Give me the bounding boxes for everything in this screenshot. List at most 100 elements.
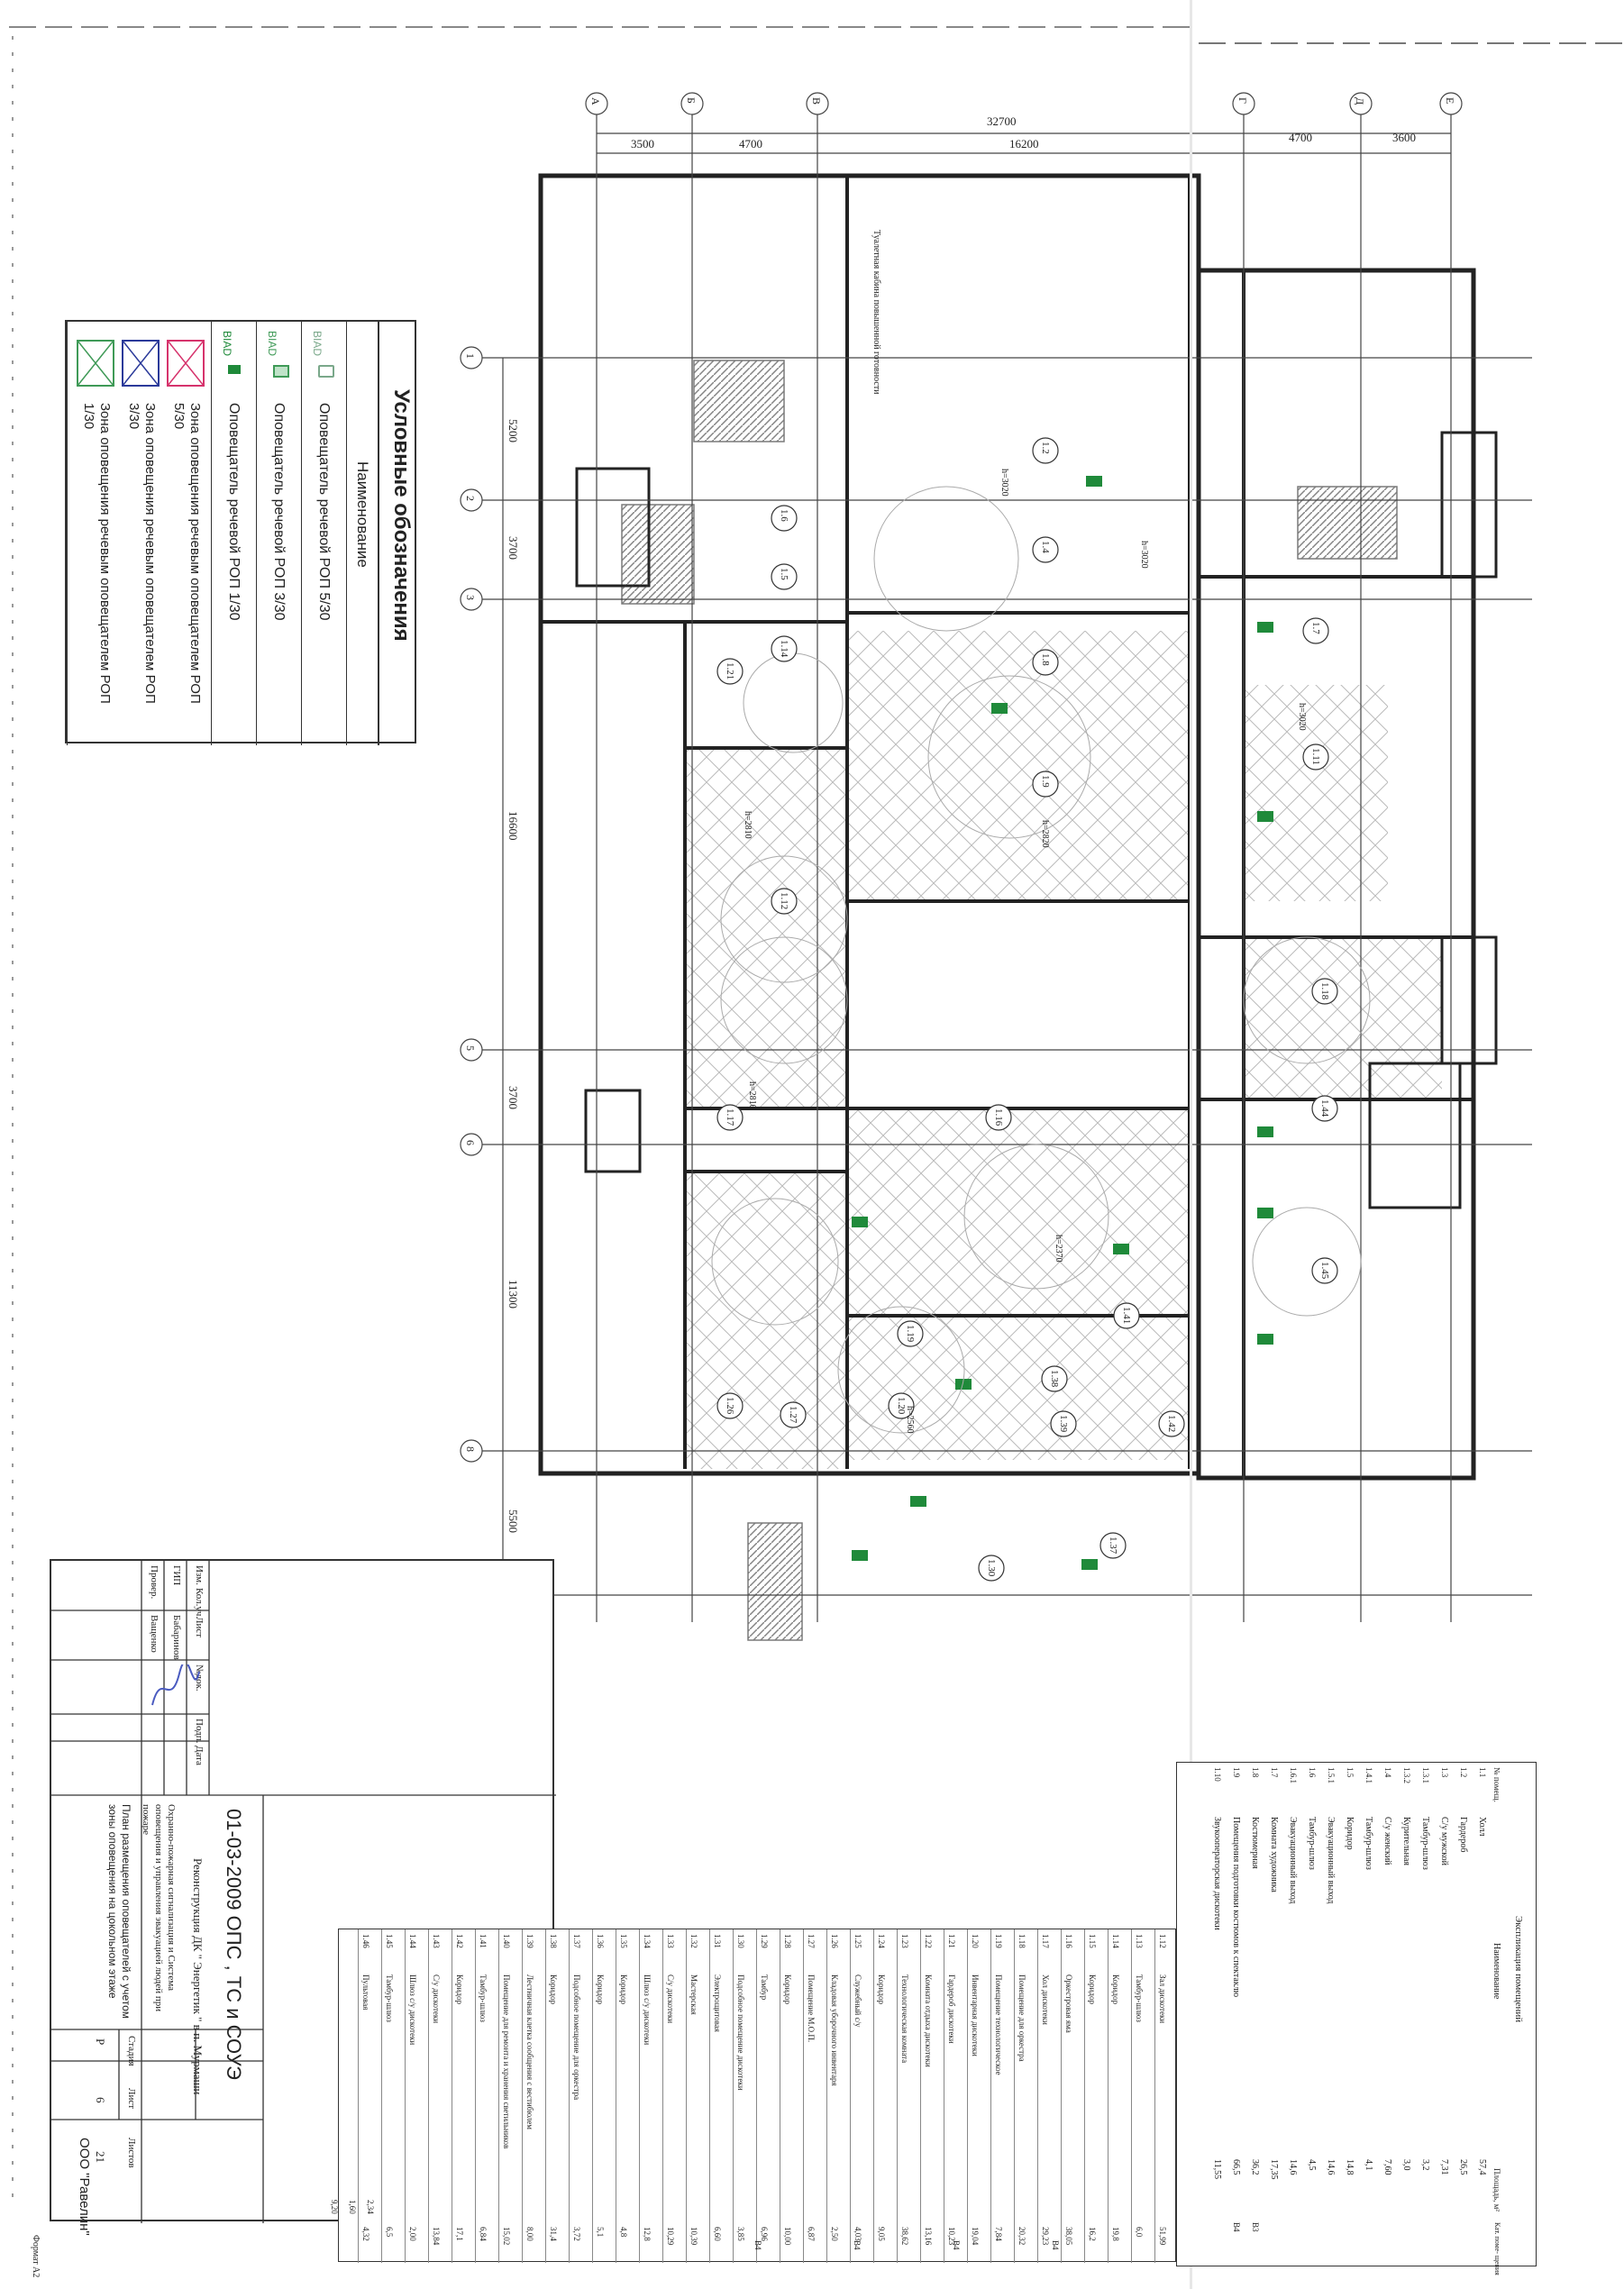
table-cell: 10,39	[689, 2227, 698, 2246]
table-cell: Помещение для оркестра	[1017, 1974, 1026, 2062]
table-col-header: № помещ.	[1492, 1767, 1501, 1802]
table-cell: 1.17	[1041, 1934, 1050, 1948]
table-row-divider	[569, 1929, 570, 2263]
zone-hatch	[1244, 685, 1388, 901]
table-row-divider	[686, 1929, 687, 2263]
room-label: 1.11	[1310, 748, 1321, 765]
table-cell: 1.8	[1251, 1767, 1260, 1778]
table-cell: 1.28	[783, 1934, 792, 1948]
corridor-note: Туалетная кабина повышенной готовности	[871, 230, 881, 395]
table-cell: Оркестровая яма	[1064, 1974, 1073, 2033]
zone-hatch	[847, 631, 1190, 901]
zone-rop-3-icon	[122, 340, 160, 387]
table-row-divider	[358, 1929, 359, 2263]
number-axes	[460, 346, 1532, 1607]
table-cell: Лестничная клетка сообщения с вестибюлем	[525, 1974, 534, 2130]
table-cell: 1.43	[432, 1934, 441, 1948]
header-col: Дата	[194, 1746, 205, 1765]
ceiling-height: h=3020	[1297, 703, 1307, 731]
table-cell: 57,4	[1477, 2159, 1487, 2175]
dimension-text: 5500	[506, 1509, 520, 1533]
table-cell: 1.3.2	[1402, 1767, 1411, 1783]
table-row-divider	[405, 1929, 406, 2263]
table-cell: 1.1	[1478, 1767, 1487, 1778]
table-row-divider	[1037, 1929, 1038, 2263]
table-cell: 1.23	[900, 1934, 909, 1948]
table-row-divider	[545, 1929, 546, 2263]
table-cell: 1.6.1	[1289, 1767, 1298, 1783]
legend-title: Условные обозначения	[389, 389, 414, 642]
table-cell: 1.12	[1158, 1934, 1167, 1948]
table-cell: 1.34	[643, 1934, 652, 1948]
table-cell: 1.36	[596, 1934, 605, 1948]
zone-hatch	[685, 748, 847, 1108]
table-cell: 7,31	[1439, 2159, 1449, 2175]
table-cell: 1.31	[713, 1934, 722, 1948]
table-row-divider	[522, 1929, 523, 2263]
table-cell: Комната отдыха дискотеки	[924, 1974, 933, 2067]
axis-label-A: А	[589, 97, 602, 105]
table-cell: 4,5	[1307, 2159, 1317, 2171]
legend-label: Зона оповещения речевым оповещателем РОП…	[81, 403, 113, 704]
zone-hatch	[685, 1172, 847, 1469]
axis-label-V: В	[810, 97, 823, 105]
table-cell: 1.44	[408, 1934, 417, 1948]
table-cell: Эвакуационный выход	[1288, 1817, 1298, 1904]
table-cell: 1,60	[348, 2200, 357, 2214]
table-cell: 2,00	[408, 2227, 417, 2241]
speaker-markers	[852, 476, 1273, 1570]
dimension-text: 5200	[506, 419, 520, 442]
project-name: Реконструкция ДК " Энергетик " в п. Мурм…	[191, 1858, 205, 2095]
table-cell: 4,32	[361, 2227, 370, 2241]
table-row-divider	[639, 1929, 640, 2263]
axis-label-5: 5	[464, 1045, 477, 1051]
table-cell: 1.20	[971, 1934, 980, 1948]
table-cell: Холл	[1477, 1817, 1487, 1837]
room-label: 1.16	[993, 1108, 1004, 1126]
table-cell: 1.15	[1088, 1934, 1097, 1948]
table-col-header: Наименование	[1492, 1943, 1501, 2000]
table-cell: Помещения подготовки костюмов к спектакл…	[1231, 1817, 1241, 1998]
axis-label-3: 3	[464, 595, 477, 600]
table-cell: 20,32	[1017, 2227, 1026, 2246]
table-cell: 4,1	[1364, 2159, 1373, 2171]
legend-label: Оповещатель речевой РОП 5/30	[316, 403, 332, 621]
table-cell: Кладовая уборочного инвентаря	[830, 1974, 839, 2086]
table-cell: Тамбур-шлюз	[1420, 1817, 1430, 1870]
table-cell: 1.10	[1213, 1767, 1222, 1782]
table-cell: 26,5	[1458, 2159, 1468, 2175]
table-cell: 1.25	[853, 1934, 862, 1948]
table-cell: 36,2	[1250, 2159, 1260, 2175]
table-cell: 66,5	[1231, 2159, 1241, 2175]
header-col: Кол.уч	[194, 1588, 205, 1617]
zone-hatch	[1244, 937, 1442, 1099]
legend-row: BIAD Оповещатель речевой РОП 3/30	[256, 322, 301, 745]
table-cell: С/у дискотеки	[432, 1974, 441, 2024]
table-cell: 19,8	[1111, 2227, 1120, 2241]
table-row-divider	[873, 1929, 874, 2263]
table-title: Экспликация помещений	[1513, 1916, 1524, 2023]
table-cell: 16,2	[1088, 2227, 1097, 2241]
table-row-divider	[1108, 1929, 1109, 2263]
table-cell: 9,05	[877, 2227, 886, 2241]
ceiling-height: h=2810	[743, 811, 753, 839]
header-col: Лист	[194, 1617, 205, 1638]
table-cell: 1.5	[1346, 1767, 1355, 1778]
room-label: 1.27	[788, 1406, 798, 1424]
axis-label-1: 1	[464, 353, 477, 359]
table-cell: Зал дискотеки	[1158, 1974, 1167, 2024]
ceiling-height: h=3020	[999, 469, 1009, 497]
room-label: 1.6	[779, 509, 789, 522]
table-cell: Коридор	[1111, 1974, 1120, 2004]
table-cell: 38,62	[900, 2227, 909, 2246]
table-cell: 1.27	[807, 1934, 816, 1948]
staff-role: ГИП	[171, 1565, 182, 1586]
speaker-rop-3-icon	[273, 365, 289, 378]
table-row-divider	[1154, 1929, 1155, 2263]
table-row-divider	[475, 1929, 476, 2263]
table-row-divider	[826, 1929, 827, 2263]
table-row-divider	[967, 1929, 968, 2263]
table-row-divider	[990, 1929, 991, 2263]
table-cell: 1.35	[619, 1934, 628, 1948]
letter-axes	[585, 92, 1463, 1622]
